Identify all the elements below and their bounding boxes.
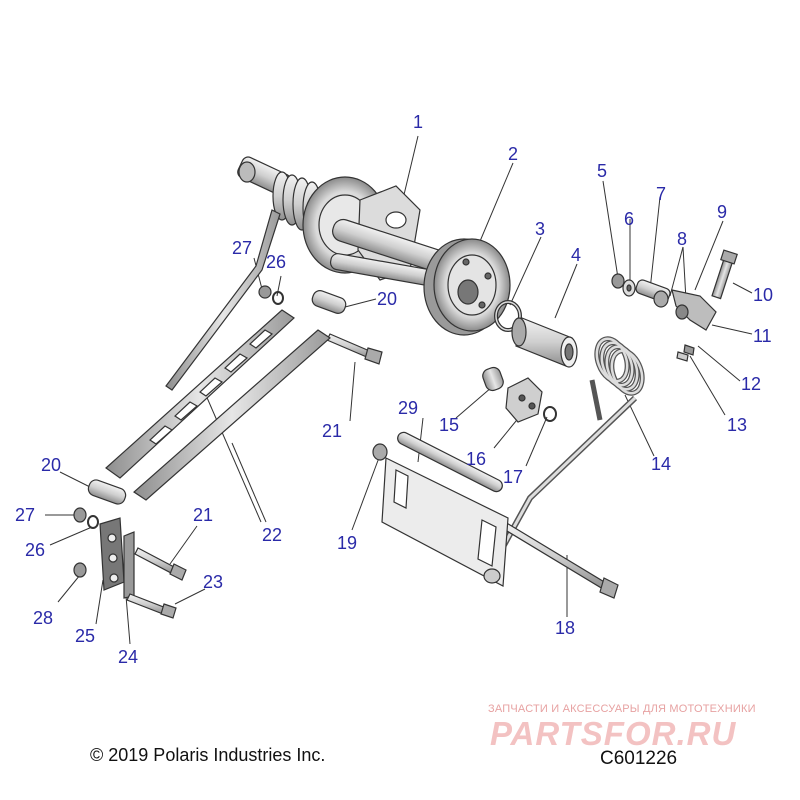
part-label-16: 16 <box>466 449 487 469</box>
copyright-notice: © 2019 Polaris Industries Inc. <box>90 745 326 765</box>
part-label-20-upper: 20 <box>377 289 398 309</box>
part-label-5: 5 <box>597 161 608 181</box>
part-label-20-lower: 20 <box>41 455 62 475</box>
bushing-block-group <box>482 366 557 423</box>
stabilizer-rod <box>165 209 284 391</box>
part-label-17: 17 <box>503 467 524 487</box>
part-label-27-lower: 27 <box>15 505 36 525</box>
part-label-7: 7 <box>656 184 667 204</box>
watermark-tagline: ЗАПЧАСТИ И АКСЕССУАРЫ ДЛЯ МОТОТЕХНИКИ <box>488 703 756 715</box>
o-ring <box>494 300 522 332</box>
part-label-21-upper: 21 <box>322 421 343 441</box>
part-label-21-lower: 21 <box>193 505 214 525</box>
part-label-10: 10 <box>753 285 774 305</box>
part-label-8: 8 <box>677 229 688 249</box>
torsion-spring <box>485 336 645 576</box>
upper-bushing-bolt <box>311 290 383 365</box>
long-bolt <box>501 521 619 599</box>
part-label-28: 28 <box>33 608 54 628</box>
part-label-27-upper: 27 <box>232 238 253 258</box>
part-label-25: 25 <box>75 626 96 646</box>
part-label-22: 22 <box>262 525 283 545</box>
part-label-15: 15 <box>439 415 460 435</box>
lower-hardware <box>73 479 187 619</box>
part-label-12: 12 <box>741 374 762 394</box>
leader-lines <box>45 135 753 645</box>
figure-id: C601226 <box>600 748 678 769</box>
part-label-26-lower: 26 <box>25 540 46 560</box>
part-label-11: 11 <box>753 326 772 346</box>
part-label-29: 29 <box>398 398 419 418</box>
part-label-2: 2 <box>508 144 519 164</box>
part-label-6: 6 <box>624 209 635 229</box>
adjuster-hardware <box>611 249 738 362</box>
rear-axle-assembly <box>237 156 468 287</box>
frame-plate-assembly <box>372 431 509 587</box>
spacer-tube <box>511 317 578 368</box>
part-label-26-upper: 26 <box>266 252 287 272</box>
part-label-19: 19 <box>337 533 358 553</box>
part-label-4: 4 <box>571 245 582 265</box>
part-label-18: 18 <box>555 618 576 638</box>
part-label-9: 9 <box>717 202 728 222</box>
idler-wheel <box>423 238 511 336</box>
part-label-1: 1 <box>413 112 424 132</box>
suspension-rails <box>105 309 331 501</box>
part-label-23: 23 <box>203 572 224 592</box>
watermark-logo: PARTSFOR.RU <box>490 715 737 752</box>
part-label-24: 24 <box>118 647 139 667</box>
part-label-14: 14 <box>651 454 672 474</box>
part-label-3: 3 <box>535 219 546 239</box>
part-label-13: 13 <box>727 415 748 435</box>
